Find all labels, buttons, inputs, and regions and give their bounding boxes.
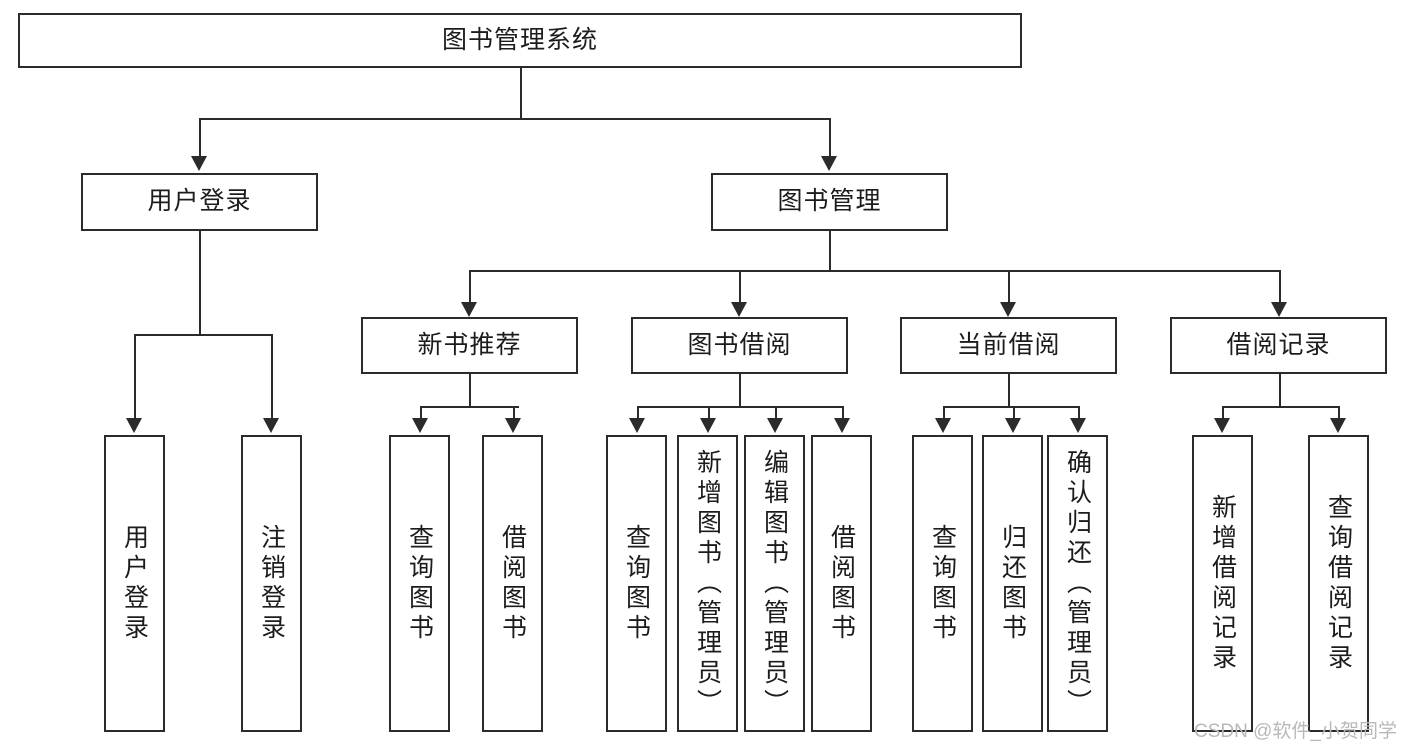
arrow-leaf-edit-book [767,418,783,433]
arrow-leaf-user-login [126,418,142,433]
node-leaf-add-book[interactable]: 新增图书（管理员） [677,435,738,732]
node-leaf-edit-book[interactable]: 编辑图书（管理员） [744,435,805,732]
connector-user-login-left [134,334,136,418]
node-leaf-add-book-label: 新增图书（管理员） [693,448,722,719]
node-book-manage-label: 图书管理 [777,187,882,216]
node-book-manage[interactable]: 图书管理 [711,173,948,231]
connector-br-left [1222,406,1224,418]
arrow-leaf-query-book-1 [412,418,428,433]
arrow-leaf-return-book [1005,418,1021,433]
connector-user-login-right [271,334,273,418]
arrow-leaf-query-record [1330,418,1346,433]
node-borrow-record-label: 借阅记录 [1226,330,1331,359]
node-leaf-query-record-label: 查询借阅记录 [1324,493,1353,674]
node-leaf-add-record[interactable]: 新增借阅记录 [1192,435,1253,732]
connector-borrow-record-bar [1222,406,1338,408]
node-borrow-record[interactable]: 借阅记录 [1170,317,1387,374]
arrow-leaf-user-logout [263,418,279,433]
node-user-login[interactable]: 用户登录 [81,173,318,231]
connector-to-current-borrow [1008,270,1010,302]
node-leaf-borrow-book-1[interactable]: 借阅图书 [482,435,543,732]
arrow-leaf-add-record [1214,418,1230,433]
csdn-watermark: CSDN @软件_小贺同学 [1194,721,1397,742]
connector-bb-2 [708,406,710,418]
connector-user-login-bar [134,334,271,336]
node-leaf-user-login-label: 用户登录 [120,523,149,644]
connector-to-borrow-record [1279,270,1281,302]
node-book-borrow[interactable]: 图书借阅 [631,317,848,374]
connector-book-borrow-bar [637,406,842,408]
connector-bb-1 [637,406,639,418]
connector-root-stem [520,67,522,118]
node-leaf-user-logout[interactable]: 注销登录 [241,435,302,732]
node-book-borrow-label: 图书借阅 [687,330,792,359]
connector-current-borrow-bar [943,406,1078,408]
node-leaf-add-record-label: 新增借阅记录 [1208,493,1237,674]
node-root[interactable]: 图书管理系统 [18,13,1022,68]
node-leaf-query-book-1[interactable]: 查询图书 [389,435,450,732]
node-leaf-query-book-2-label: 查询图书 [622,523,651,644]
arrow-leaf-borrow-book-2 [834,418,850,433]
node-leaf-query-record[interactable]: 查询借阅记录 [1308,435,1369,732]
connector-new-book-recommend-stem [469,374,471,406]
arrow-to-new-book-recommend [461,302,477,317]
node-current-borrow-label: 当前借阅 [956,330,1061,359]
connector-bb-3 [775,406,777,418]
connector-br-right [1338,406,1340,418]
connector-borrow-record-stem [1279,374,1281,406]
node-leaf-return-book[interactable]: 归还图书 [982,435,1043,732]
arrow-to-current-borrow [1000,302,1016,317]
node-new-book-recommend[interactable]: 新书推荐 [361,317,578,374]
connector-current-borrow-stem [1008,374,1010,406]
node-leaf-user-logout-label: 注销登录 [257,523,286,644]
connector-cb-2 [1013,406,1015,418]
arrow-leaf-confirm-return [1070,418,1086,433]
connector-root-bar [199,118,830,120]
connector-book-borrow-stem [739,374,741,406]
node-leaf-borrow-book-1-label: 借阅图书 [498,523,527,644]
connector-new-book-recommend-bar [420,406,519,408]
arrow-leaf-query-book-2 [629,418,645,433]
node-leaf-query-book-1-label: 查询图书 [405,523,434,644]
arrow-leaf-query-book-3 [935,418,951,433]
connector-bb-4 [842,406,844,418]
connector-nbr-left [420,406,422,418]
arrow-to-book-borrow [731,302,747,317]
node-leaf-edit-book-label: 编辑图书（管理员） [760,448,789,719]
node-leaf-borrow-book-2-label: 借阅图书 [827,523,856,644]
node-leaf-query-book-2[interactable]: 查询图书 [606,435,667,732]
arrow-root-to-user-login [191,156,207,171]
connector-root-to-user-login [199,118,201,156]
node-leaf-user-login[interactable]: 用户登录 [104,435,165,732]
connector-root-to-book-manage [829,118,831,156]
arrow-leaf-borrow-book-1 [505,418,521,433]
node-leaf-borrow-book-2[interactable]: 借阅图书 [811,435,872,732]
node-leaf-confirm-return[interactable]: 确认归还（管理员） [1047,435,1108,732]
node-leaf-return-book-label: 归还图书 [998,523,1027,644]
connector-to-new-book-recommend [469,270,471,302]
connector-cb-3 [1078,406,1080,418]
node-leaf-query-book-3[interactable]: 查询图书 [912,435,973,732]
node-leaf-query-book-3-label: 查询图书 [928,523,957,644]
arrow-leaf-add-book [700,418,716,433]
arrow-root-to-book-manage [821,156,837,171]
node-current-borrow[interactable]: 当前借阅 [900,317,1117,374]
connector-to-book-borrow [739,270,741,302]
connector-user-login-stem [199,231,201,334]
node-user-login-label: 用户登录 [147,187,252,216]
arrow-to-borrow-record [1271,302,1287,317]
connector-cb-1 [943,406,945,418]
connector-book-manage-bar [469,270,1279,272]
connector-book-manage-stem [829,231,831,270]
node-root-label: 图书管理系统 [441,25,598,54]
node-leaf-confirm-return-label: 确认归还（管理员） [1063,448,1092,719]
connector-nbr-right [513,406,515,418]
node-new-book-recommend-label: 新书推荐 [417,330,522,359]
